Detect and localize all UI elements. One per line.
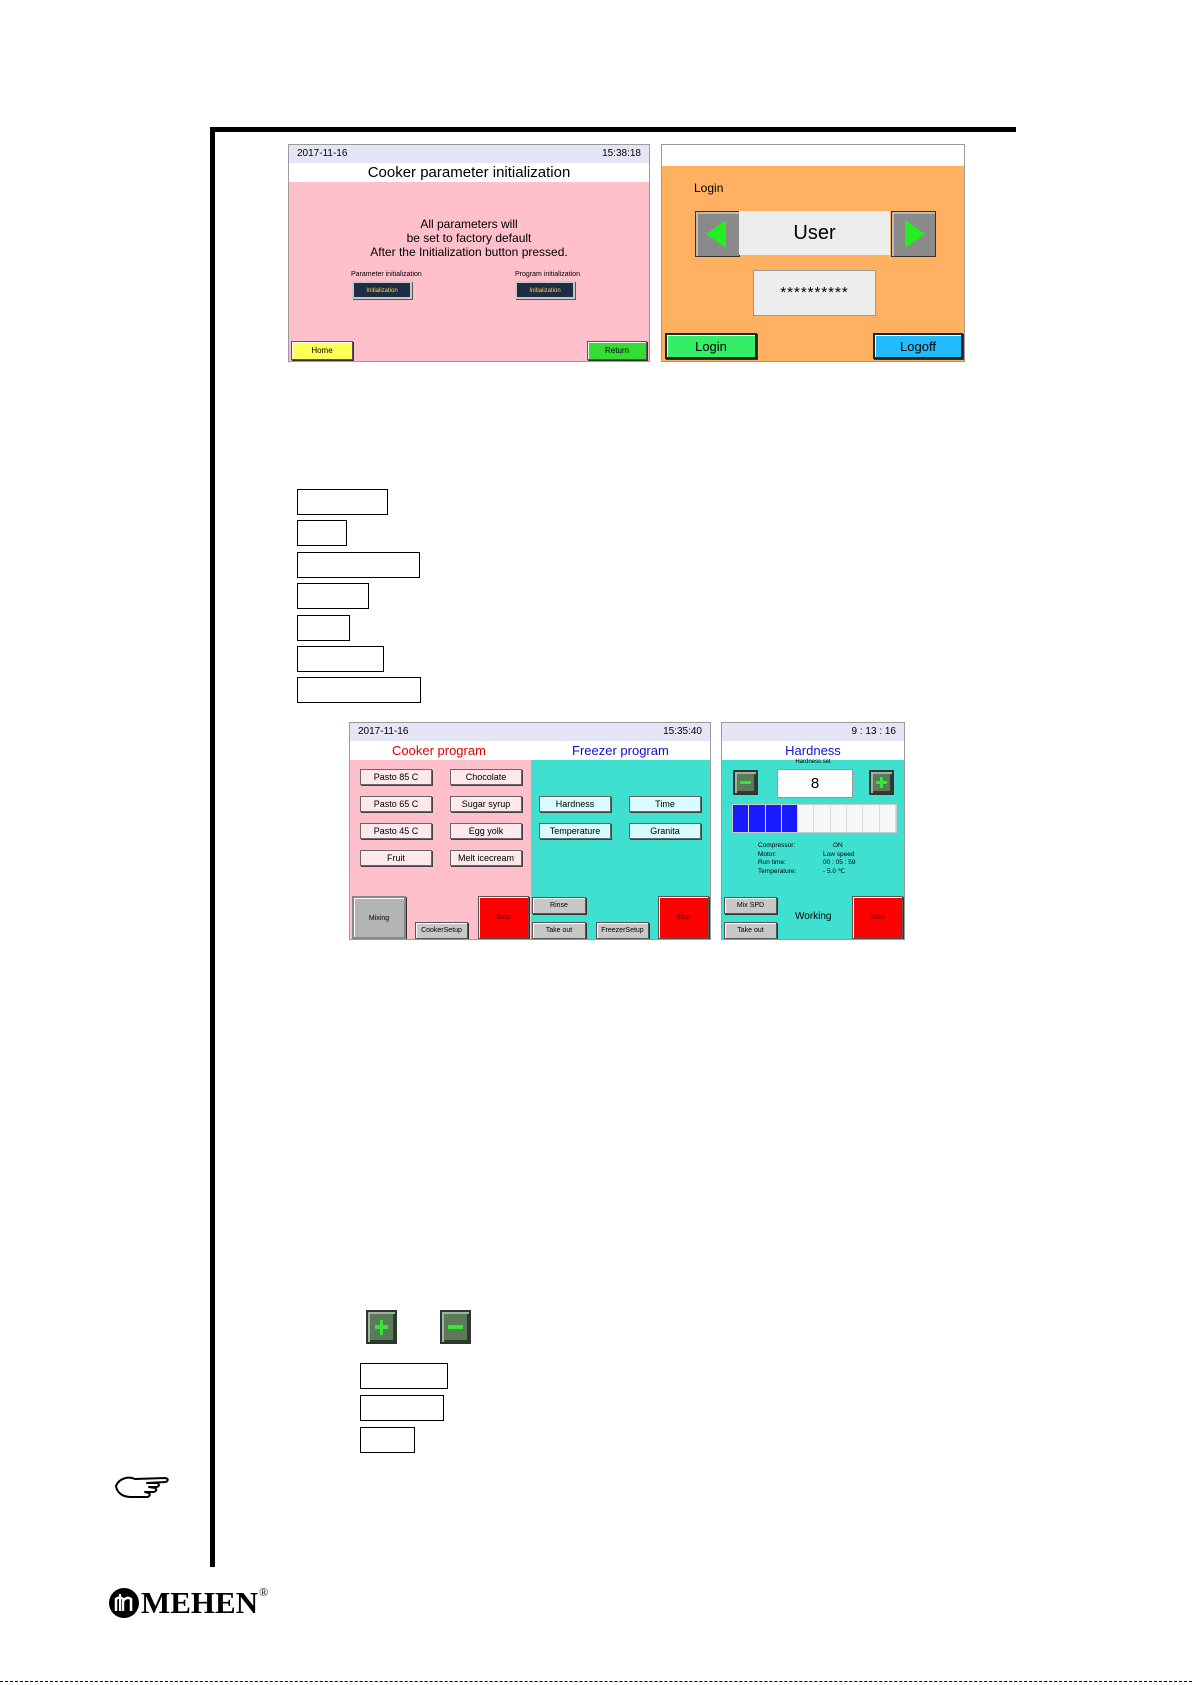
title-band: Cooker program Freezer program — [350, 741, 710, 760]
label-box — [297, 677, 421, 703]
next-user-button[interactable] — [891, 211, 936, 257]
mehen-logo: MEHEN ® — [108, 1585, 268, 1621]
cooker-program-button[interactable]: Chocolate — [450, 769, 522, 785]
status-values: ON Low speed 00 : 05 : 59 - 5.0 ℃ — [823, 842, 856, 875]
cooker-program-button[interactable]: Fruit — [360, 850, 432, 866]
cooker-program-title: Cooker program — [392, 743, 486, 758]
hardness-bar-segment — [863, 805, 880, 832]
freezer-program-button[interactable]: Time — [629, 796, 701, 812]
user-display: User — [739, 211, 890, 255]
hardness-bar-segment — [765, 805, 782, 832]
label-box — [297, 520, 347, 546]
screen-cooker-parameter-initialization: 2017-11-16 15:38:18 Cooker parameter ini… — [288, 144, 650, 362]
return-button[interactable]: Return — [587, 341, 647, 360]
mix-speed-button[interactable]: Mix SPD — [724, 897, 777, 914]
logo-text: MEHEN — [141, 1585, 259, 1620]
page-bottom-rule — [0, 1681, 1192, 1683]
status-bar: 2017-11-16 15:35:40 — [350, 723, 710, 741]
parameter-init-label: Parameter initialization — [351, 271, 422, 278]
date-text: 2017-11-16 — [358, 726, 409, 737]
screen-program-selection: 2017-11-16 15:35:40 Cooker program Freez… — [349, 722, 711, 940]
label-box — [360, 1427, 415, 1453]
page-title: Cooker parameter initialization — [289, 163, 649, 182]
info-message: All parameters will be set to factory de… — [370, 217, 568, 259]
parameter-initialization-button[interactable]: Initialization — [352, 281, 412, 299]
freezer-program-button[interactable]: Hardness — [539, 796, 611, 812]
decrease-hardness-button[interactable] — [733, 770, 758, 795]
logoff-button[interactable]: Logoff — [873, 333, 963, 359]
screen-login: Login User ********** Login Logoff — [661, 144, 965, 362]
registered-mark: ® — [259, 1585, 269, 1599]
cooker-setup-button[interactable]: CookerSetup — [415, 922, 468, 939]
hardness-title: Hardness — [722, 741, 904, 760]
login-label: Login — [694, 181, 724, 195]
label-box — [360, 1363, 448, 1389]
time-text: 15:35:40 — [663, 726, 702, 737]
date-text: 2017-11-16 — [297, 148, 348, 159]
home-button[interactable]: Home — [291, 341, 353, 360]
cooker-program-button[interactable]: Egg yolk — [450, 823, 522, 839]
program-init-label: Program initialization — [515, 271, 580, 278]
label-box — [297, 552, 420, 578]
hardness-value: 8 — [777, 769, 853, 798]
freezer-stop-button[interactable]: Stop — [658, 896, 709, 939]
mixing-button[interactable]: Mixing — [352, 896, 406, 939]
minus-button-icon — [440, 1310, 471, 1344]
page-left-rule — [210, 127, 215, 1567]
status-bar: 2017-11-16 15:38:18 — [289, 145, 649, 163]
left-arrow-icon — [706, 220, 726, 248]
label-box — [297, 583, 369, 609]
cooker-program-button[interactable]: Melt icecream — [450, 850, 522, 866]
hardness-bar-segment — [798, 805, 815, 832]
cooker-program-button[interactable]: Pasto 85 C — [360, 769, 432, 785]
increase-hardness-button[interactable] — [869, 770, 894, 795]
label-box — [297, 615, 350, 641]
hardness-level-bar — [732, 804, 897, 833]
hardness-bar-segment — [879, 805, 896, 832]
hardness-bar-segment — [814, 805, 831, 832]
freezer-program-title: Freezer program — [572, 743, 669, 758]
status-labels: Compressor: Motor: Run time: Temperature… — [758, 842, 797, 875]
cooker-program-button[interactable]: Pasto 45 C — [360, 823, 432, 839]
time-text: 15:38:18 — [602, 148, 641, 159]
freezer-program-button[interactable]: Temperature — [539, 823, 611, 839]
pointing-hand-icon — [113, 1472, 173, 1505]
cooker-program-button[interactable]: Sugar syrup — [450, 796, 522, 812]
take-out-button[interactable]: Take out — [532, 922, 586, 939]
right-arrow-icon — [905, 220, 925, 248]
label-box — [297, 646, 384, 672]
hardness-bar-segment — [847, 805, 864, 832]
hardness-bar-segment — [733, 805, 750, 832]
plus-button-icon — [366, 1310, 397, 1344]
hardness-bar-segment — [749, 805, 766, 832]
login-button[interactable]: Login — [665, 333, 757, 359]
freezer-program-button[interactable]: Granita — [629, 823, 701, 839]
previous-user-button[interactable] — [695, 211, 740, 257]
rinse-button[interactable]: Rinse — [532, 897, 586, 914]
page-top-rule — [210, 127, 1016, 132]
title-band — [662, 145, 964, 166]
hardness-bar-segment — [781, 805, 799, 832]
logo-emblem — [109, 1588, 139, 1618]
label-box — [360, 1395, 444, 1421]
screen-hardness: 9 : 13 : 16 Hardness Hardness set 8 Comp… — [721, 722, 905, 940]
working-status: Working — [795, 911, 832, 922]
time-text: 9 : 13 : 16 — [851, 726, 896, 737]
hardness-bar-segment — [830, 805, 848, 832]
cooker-program-button[interactable]: Pasto 65 C — [360, 796, 432, 812]
take-out-button[interactable]: Take out — [724, 922, 777, 939]
label-box — [297, 489, 388, 515]
status-bar: 9 : 13 : 16 — [722, 723, 904, 741]
password-field[interactable]: ********** — [753, 270, 876, 316]
freezer-setup-button[interactable]: FreezerSetup — [596, 922, 649, 939]
hardness-set-label: Hardness set — [795, 759, 831, 765]
cooker-stop-button[interactable]: Stop — [478, 896, 529, 939]
program-initialization-button[interactable]: Initialization — [515, 281, 575, 299]
stop-button[interactable]: Stop — [852, 896, 903, 939]
